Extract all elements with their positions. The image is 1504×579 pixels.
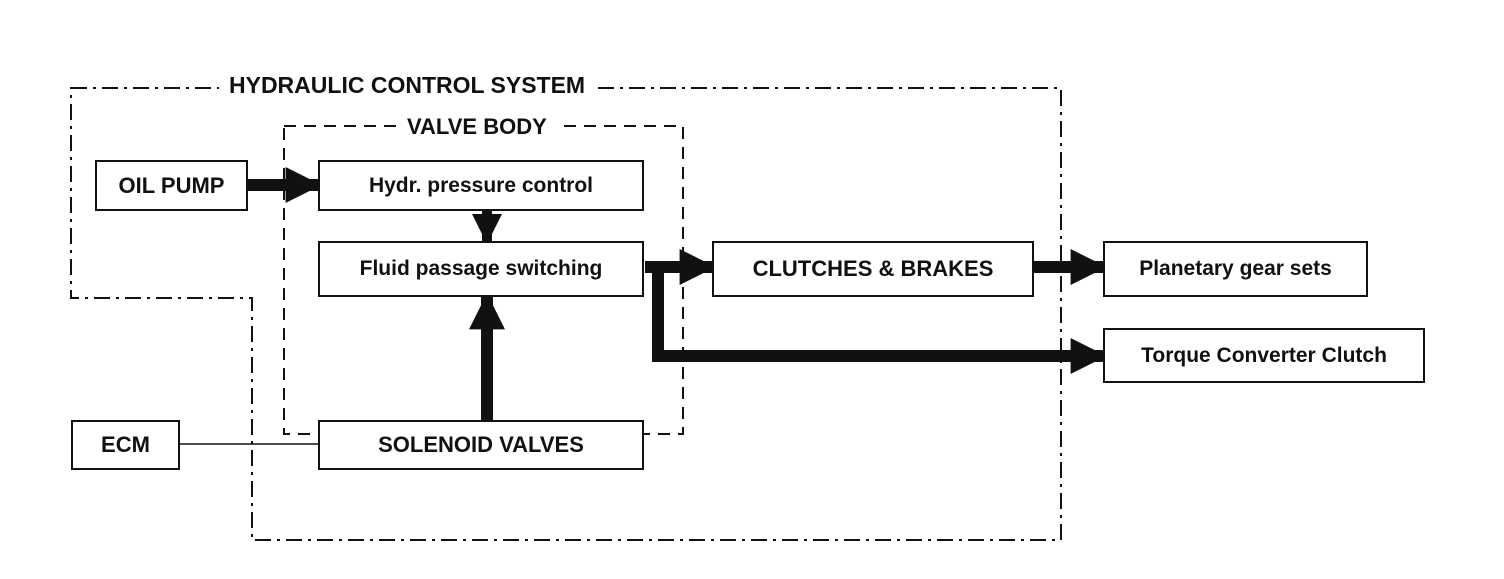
fluid-switching-block: Fluid passage switching [318,241,644,297]
hydraulic-system-title: HYDRAULIC CONTROL SYSTEM [219,74,596,97]
valve-body-title: VALVE BODY [397,116,557,138]
hydraulic-system-boundary [70,87,1062,541]
oil-pump-block: OIL PUMP [95,160,248,211]
planetary-gear-sets-block: Planetary gear sets [1103,241,1368,297]
pressure-control-block: Hydr. pressure control [318,160,644,211]
ecm-block: ECM [71,420,180,470]
solenoid-valves-block: SOLENOID VALVES [318,420,644,470]
arrow-switching-to-tcc [652,267,1107,374]
torque-converter-clutch-block: Torque Converter Clutch [1103,328,1425,383]
clutches-brakes-block: CLUTCHES & BRAKES [712,241,1034,297]
